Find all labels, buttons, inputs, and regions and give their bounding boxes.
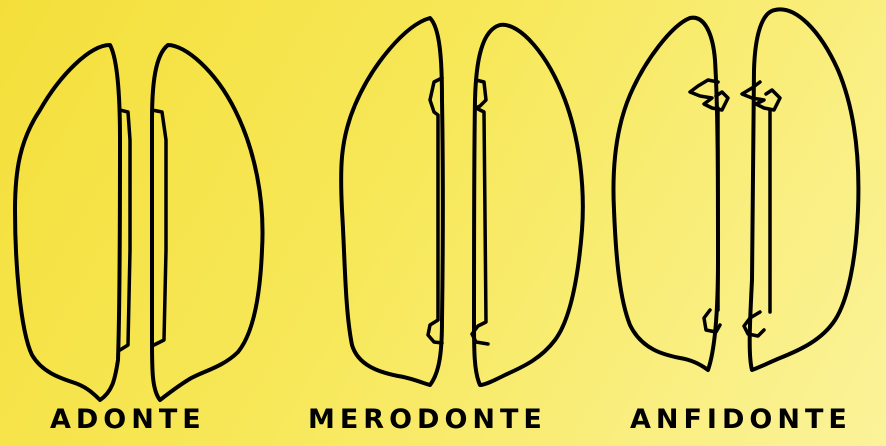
adonte-left-valve — [15, 45, 120, 400]
anfidonte-left-hinge — [690, 80, 728, 332]
adonte-right-hinge — [152, 110, 166, 345]
label-adonte: ADONTE — [50, 404, 206, 435]
label-anfidonte: ANFIDONTE — [630, 404, 852, 435]
anfidonte-right-hinge — [742, 82, 780, 336]
merodonte-left-hinge — [428, 78, 442, 343]
merodonte-shell-pair — [341, 18, 583, 385]
anfidonte-shell-pair — [613, 9, 858, 370]
adonte-shell-pair — [15, 45, 263, 400]
adonte-right-valve — [152, 45, 263, 400]
anfidonte-left-valve — [613, 18, 718, 370]
anfidonte-right-valve — [750, 9, 859, 370]
merodonte-right-valve — [474, 25, 583, 385]
label-merodonte: MERODONTE — [308, 404, 547, 435]
